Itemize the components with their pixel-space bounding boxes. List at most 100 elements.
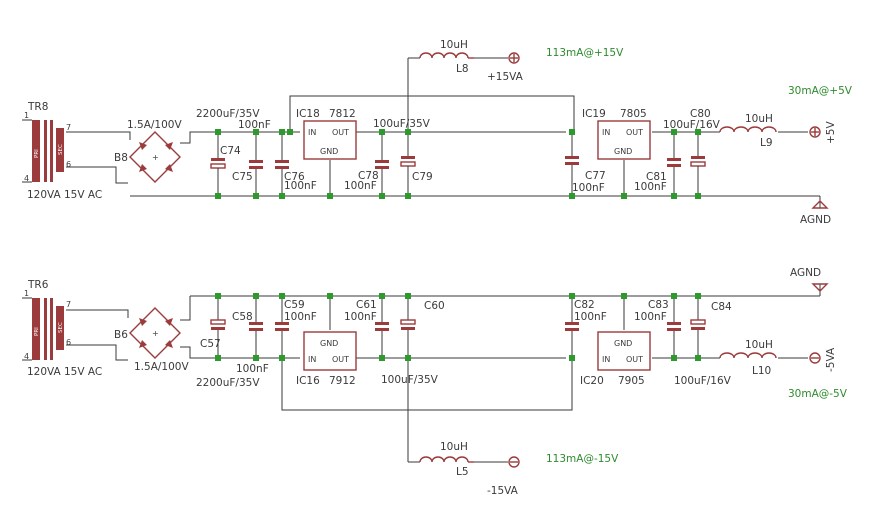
svg-text:100nF: 100nF (284, 311, 317, 323)
svg-text:C59: C59 (284, 299, 305, 311)
top-junctions (215, 129, 701, 199)
svg-text:C82: C82 (574, 299, 595, 311)
svg-text:6: 6 (66, 338, 71, 347)
svg-text:OUT: OUT (626, 128, 643, 137)
svg-text:C79: C79 (412, 171, 433, 183)
svg-text:2200uF/35V: 2200uF/35V (196, 377, 260, 389)
load-113ma-neg: 113mA@-15V (546, 453, 619, 465)
svg-text:100nF: 100nF (284, 180, 317, 192)
inductor-l8: 10uH L8 (419, 39, 474, 75)
svg-text:AGND: AGND (800, 214, 831, 226)
capacitor-c77: C77 100nF (565, 132, 606, 196)
svg-text:C58: C58 (232, 311, 253, 323)
svg-text:+15VA: +15VA (487, 71, 524, 83)
ic18-part: 7812 (329, 108, 356, 120)
svg-text:L5: L5 (456, 466, 469, 478)
agnd-bottom-symbol: AGND (790, 267, 829, 292)
inductor-l9: 10uH L9 (719, 113, 777, 149)
svg-text:L10: L10 (752, 365, 771, 377)
capacitor-c76: C76 100nF (275, 132, 317, 196)
svg-text:C57: C57 (200, 338, 221, 350)
svg-text:C76: C76 (284, 171, 305, 183)
capacitor-c74: C74 2200uF/35V (196, 108, 260, 196)
svg-text:1: 1 (24, 289, 29, 298)
svg-text:C78: C78 (358, 170, 379, 182)
b6-label: B6 (114, 329, 128, 341)
svg-text:100nF: 100nF (238, 119, 271, 131)
svg-text:+: + (152, 329, 159, 338)
ic20-part: 7905 (618, 375, 645, 387)
b8-rating: 1.5A/100V (127, 119, 182, 131)
capacitor-c83: C83 100nF (634, 296, 681, 358)
svg-text:7: 7 (66, 300, 71, 309)
load-30ma-pos: 30mA@+5V (788, 85, 853, 97)
inductor-l5: 10uH L5 (419, 441, 474, 478)
svg-text:-15VA: -15VA (487, 485, 519, 497)
terminal-plus15va: +15VA 113mA@+15V (487, 47, 624, 83)
svg-text:C74: C74 (220, 145, 241, 157)
svg-text:C84: C84 (711, 301, 732, 313)
svg-text:100nF: 100nF (344, 180, 377, 192)
capacitor-c79: C79 100uF/35V (373, 118, 433, 196)
svg-text:C60: C60 (424, 300, 445, 312)
svg-text:PRI: PRI (34, 149, 40, 158)
svg-text:GND: GND (320, 147, 338, 156)
svg-text:1: 1 (24, 111, 29, 120)
svg-text:GND: GND (320, 339, 338, 348)
svg-text:2200uF/35V: 2200uF/35V (196, 108, 260, 120)
svg-text:10uH: 10uH (440, 39, 468, 51)
load-113ma-pos: 113mA@+15V (546, 47, 624, 59)
svg-text:100nF: 100nF (634, 311, 667, 323)
ic16-label: IC16 (296, 375, 320, 387)
svg-text:IN: IN (602, 128, 610, 137)
regulator-ic20: GND IN OUT IC20 7905 (580, 331, 651, 387)
svg-text:PRI: PRI (34, 327, 40, 336)
svg-text:100uF/35V: 100uF/35V (381, 374, 439, 386)
ic19-part: 7805 (620, 108, 647, 120)
regulator-ic16: GND IN OUT IC16 7912 (296, 331, 357, 387)
ic16-part: 7912 (329, 375, 356, 387)
svg-text:C75: C75 (232, 171, 253, 183)
transformer-tr6: PRI SEC TR6 1 4 7 6 120VA 15V AC (22, 279, 102, 378)
svg-text:100uF/16V: 100uF/16V (674, 375, 732, 387)
svg-text:C80: C80 (690, 108, 711, 120)
svg-text:100uF/35V: 100uF/35V (373, 118, 431, 130)
svg-text:IN: IN (308, 128, 316, 137)
capacitor-c80: C80 100uF/16V (663, 108, 721, 196)
b6-rating: 1.5A/100V (134, 361, 189, 373)
svg-text:C61: C61 (356, 299, 377, 311)
svg-text:C83: C83 (648, 299, 669, 311)
top-wires (66, 57, 821, 208)
svg-text:L8: L8 (456, 63, 469, 75)
svg-text:-5VA: -5VA (825, 347, 837, 372)
ic19-label: IC19 (582, 108, 606, 120)
tr8-rating: 120VA (27, 189, 62, 201)
svg-text:C81: C81 (646, 171, 667, 183)
regulator-ic18: IN OUT GND IC18 7812 (296, 108, 357, 160)
bottom-section: PRI SEC TR6 1 4 7 6 120VA 15V AC + B6 1.… (22, 267, 848, 497)
svg-text:OUT: OUT (626, 355, 643, 364)
transformer-tr8: PRI SEC TR8 1 4 7 6 120VA 15V AC (22, 101, 102, 201)
svg-text:4: 4 (24, 174, 29, 183)
capacitor-c81: C81 100nF (634, 132, 681, 196)
svg-text:IN: IN (602, 355, 610, 364)
inductor-l10: 10uH L10 (719, 339, 777, 377)
svg-text:100nF: 100nF (572, 182, 605, 194)
svg-text:OUT: OUT (332, 355, 349, 364)
top-section: PRI SEC TR8 1 4 7 6 120VA 15V AC + B8 1.… (22, 39, 853, 226)
terminal-plus5v: +5V 30mA@+5V (788, 85, 853, 144)
svg-text:OUT: OUT (332, 128, 349, 137)
terminal-minus15va: -15VA 113mA@-15V (487, 453, 619, 497)
tr8-output: 15V AC (64, 189, 102, 201)
ic20-label: IC20 (580, 375, 604, 387)
bottom-wires (66, 284, 821, 463)
capacitor-c59: C59 100nF (275, 296, 317, 358)
svg-text:100nF: 100nF (236, 363, 269, 375)
svg-text:GND: GND (614, 147, 632, 156)
capacitor-c58: C58 100nF (232, 296, 269, 375)
svg-text:SEC: SEC (58, 144, 64, 155)
capacitor-c82: C82 100nF (565, 296, 607, 358)
capacitor-c57: C57 2200uF/35V (196, 296, 260, 389)
